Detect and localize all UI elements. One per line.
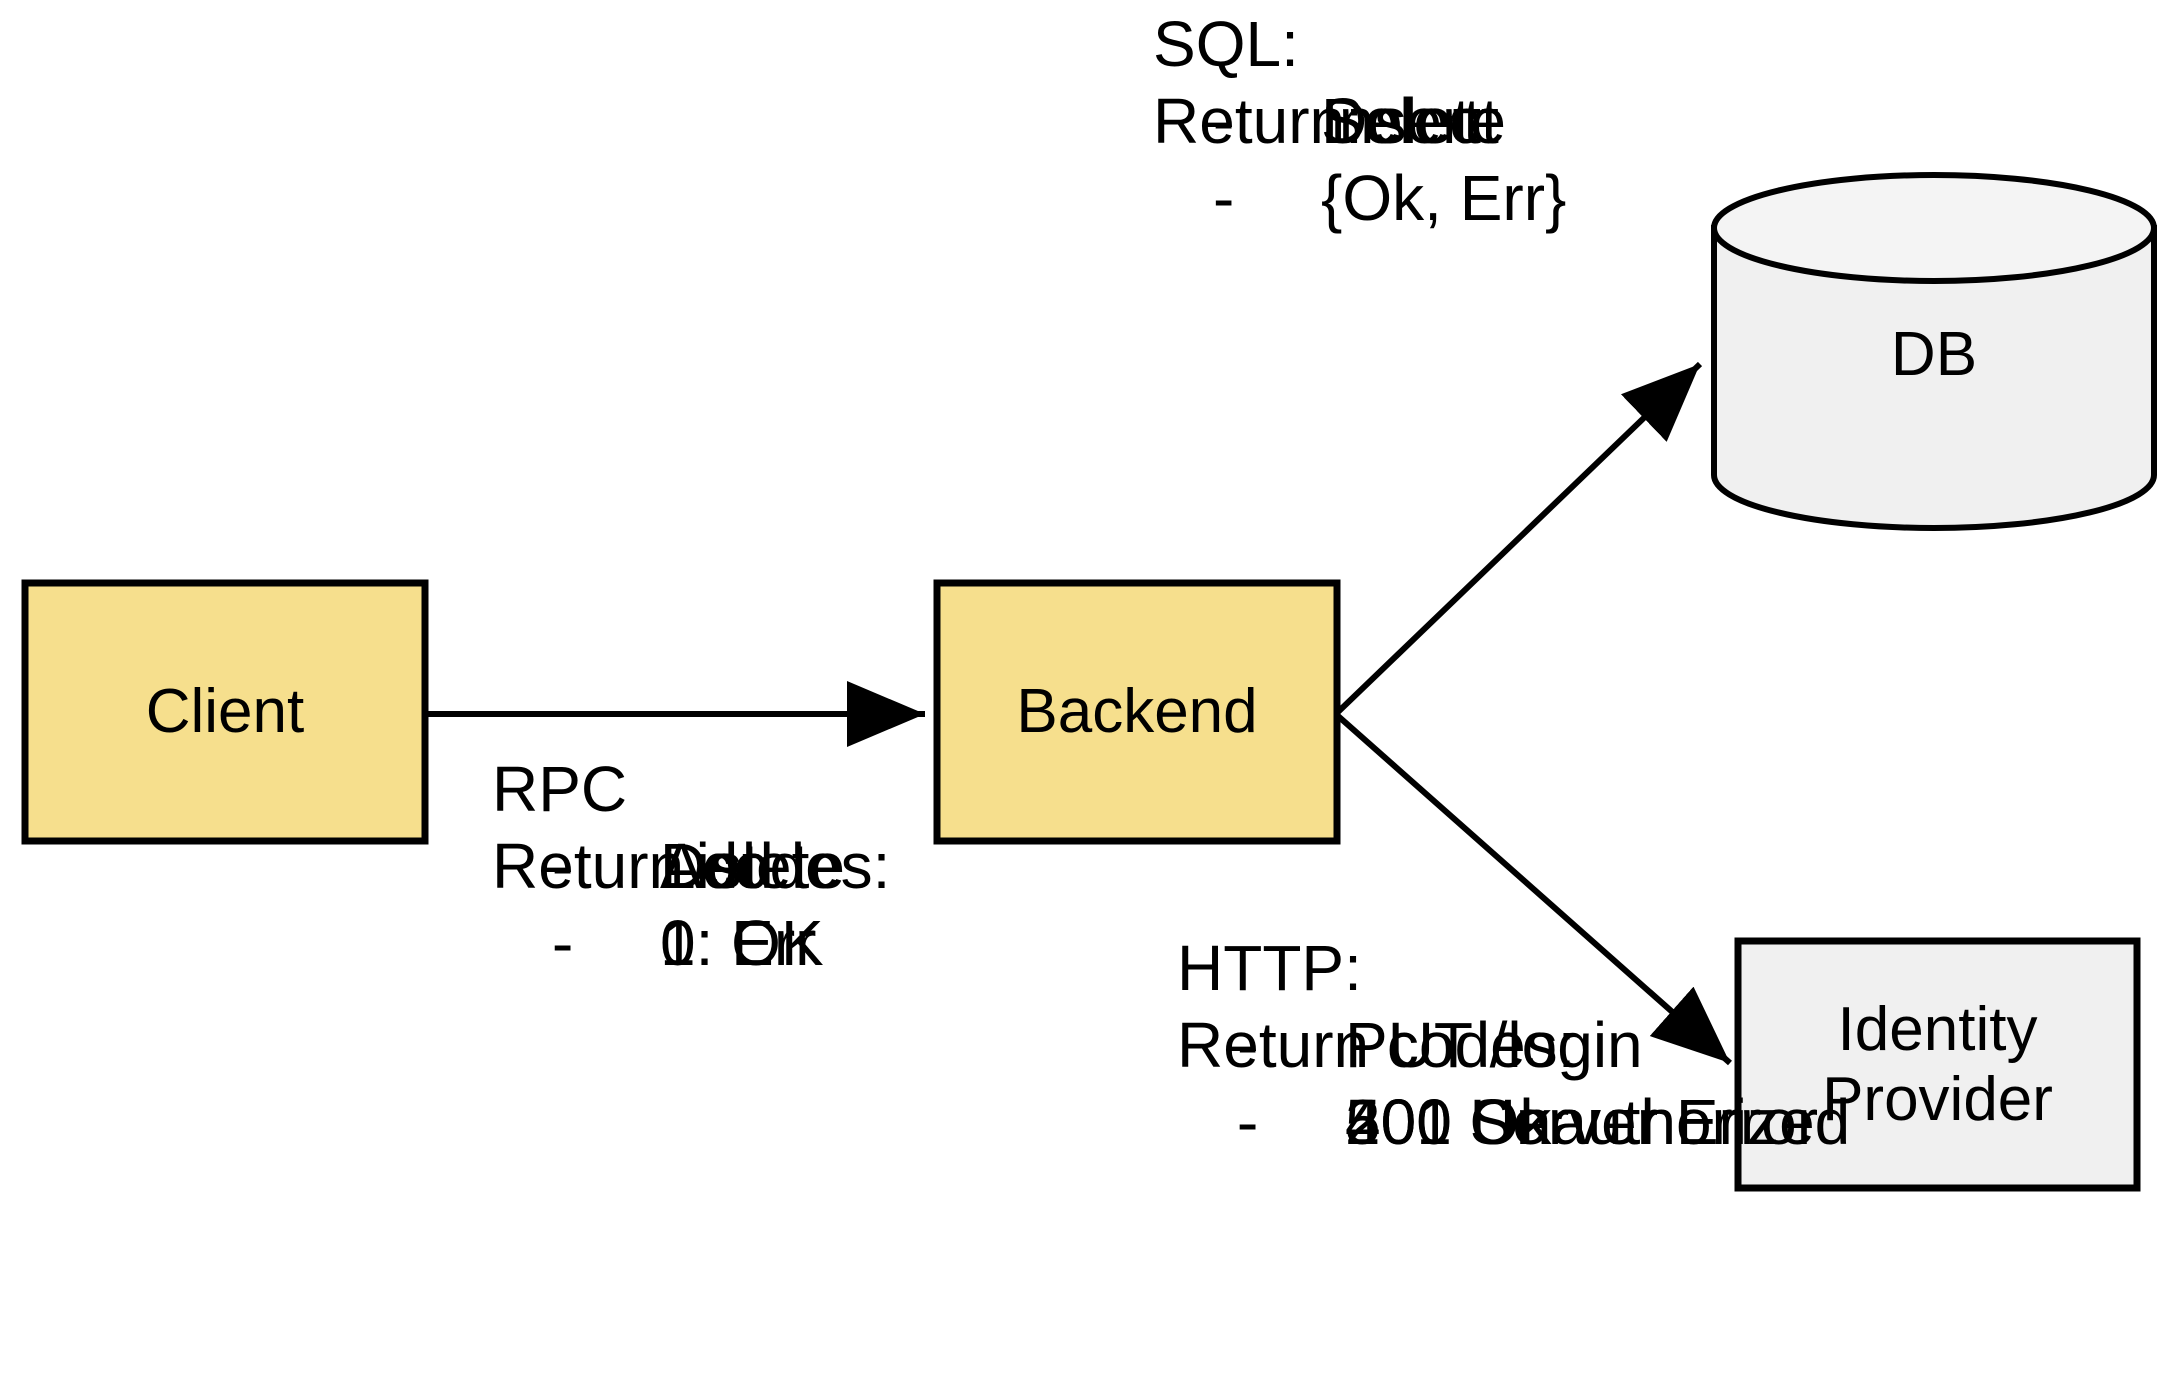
rpc-return-label: 1: Err bbox=[660, 907, 817, 979]
http-annotation-block: HTTP: - PUT /login Return codes: - 200 O… bbox=[1177, 930, 1850, 1158]
rpc-operation-label: List bbox=[660, 830, 760, 902]
bullet-dash-icon: - bbox=[552, 907, 574, 979]
sql-operation-label: Select bbox=[1321, 85, 1499, 157]
sql-annotation-block: SQL: - Insert - Select - Delete Return: … bbox=[1153, 6, 1566, 234]
sql-return-heading: Return: bbox=[1153, 85, 1363, 157]
sql-operation-label: Delete bbox=[1321, 85, 1506, 157]
http-return-heading: Return codes: bbox=[1177, 1009, 1576, 1081]
bullet-dash-icon: - bbox=[1237, 1086, 1259, 1158]
node-db-label: DB bbox=[1890, 320, 1978, 390]
rpc-return-label: 0: OK bbox=[660, 907, 824, 979]
rpc-return-heading: Return codes: bbox=[492, 830, 891, 902]
sql-operation-label: Insert bbox=[1321, 85, 1482, 157]
http-return-label: 500 Server Error bbox=[1345, 1086, 1819, 1158]
bullet-dash-icon: - bbox=[552, 830, 574, 902]
bullet-dash-icon: - bbox=[1237, 1086, 1259, 1158]
http-return-label: 200 Ok bbox=[1345, 1086, 1552, 1158]
bullet-dash-icon: - bbox=[1213, 162, 1235, 234]
node-client-label: Client bbox=[145, 677, 305, 747]
sql-return-label: {Ok, Err} bbox=[1321, 162, 1567, 234]
bullet-dash-icon: - bbox=[1213, 85, 1235, 157]
sql-heading: SQL: bbox=[1153, 8, 1299, 80]
node-backend-label: Backend bbox=[1016, 677, 1258, 747]
http-return-label: 401 Unauthorized bbox=[1345, 1086, 1851, 1158]
rpc-operation-label: Delete bbox=[660, 830, 845, 902]
bullet-dash-icon: - bbox=[1237, 1009, 1259, 1081]
rpc-heading: RPC bbox=[492, 753, 628, 825]
bullet-dash-icon: - bbox=[552, 830, 574, 902]
edge-backend-db bbox=[1335, 361, 1703, 715]
bullet-dash-icon: - bbox=[1213, 85, 1235, 157]
rpc-operation-label: Add bbox=[660, 830, 774, 902]
bullet-dash-icon: - bbox=[1237, 1086, 1259, 1158]
http-heading: HTTP: bbox=[1177, 932, 1362, 1004]
rpc-annotation-block: RPC - Add - List - Delete Return codes: … bbox=[492, 751, 891, 979]
bullet-dash-icon: - bbox=[552, 907, 574, 979]
http-operation-label: PUT /login bbox=[1345, 1009, 1643, 1081]
bullet-dash-icon: - bbox=[552, 830, 574, 902]
bullet-dash-icon: - bbox=[1213, 85, 1235, 157]
node-idp-label: Identity Provider bbox=[1822, 995, 2053, 1134]
